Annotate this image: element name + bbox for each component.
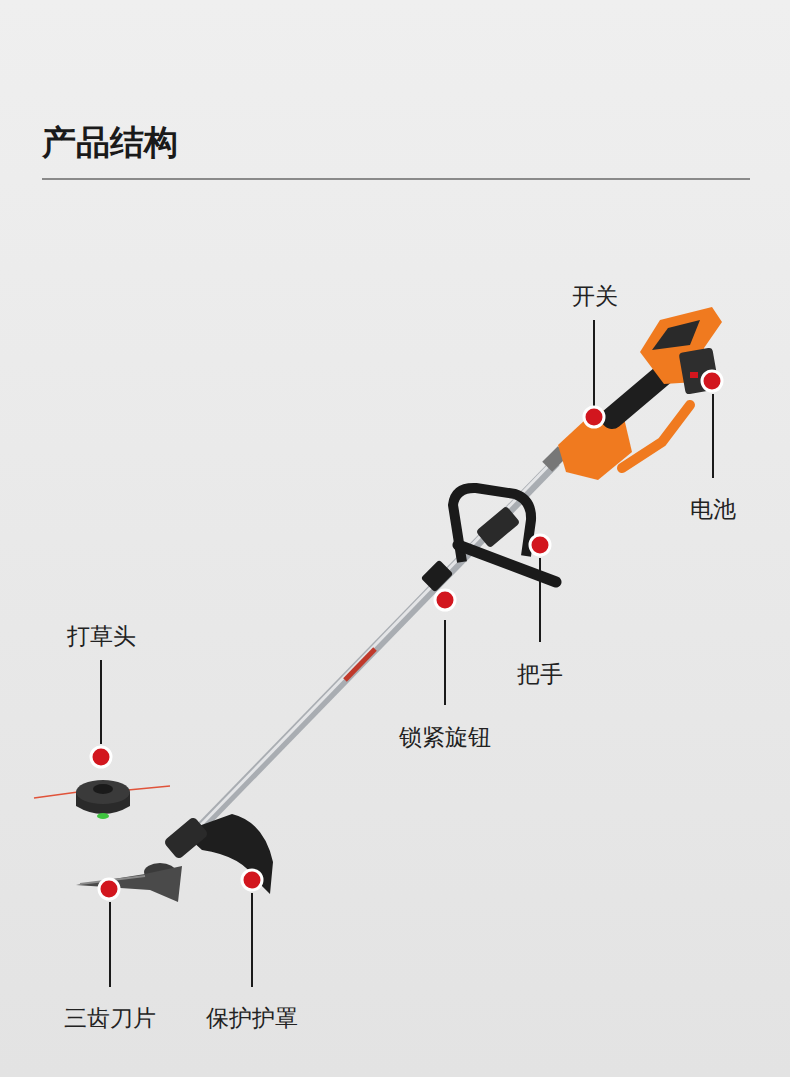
trimmer-top bbox=[76, 780, 130, 804]
callout-dot bbox=[530, 535, 550, 555]
leader-line bbox=[109, 902, 111, 987]
part-label: 电池 bbox=[690, 494, 736, 525]
gearbox bbox=[163, 816, 209, 860]
callout-dot bbox=[91, 747, 111, 767]
leader-line bbox=[251, 893, 253, 987]
leader-line bbox=[539, 558, 541, 642]
part-label: 把手 bbox=[517, 659, 563, 690]
callout-dot bbox=[702, 371, 722, 391]
trimmer-center bbox=[93, 784, 113, 794]
trimmer-line bbox=[128, 786, 170, 790]
grip-guard bbox=[622, 405, 690, 468]
callout-dot bbox=[99, 879, 119, 899]
part-label: 三齿刀片 bbox=[64, 1003, 156, 1034]
part-label: 保护护罩 bbox=[206, 1003, 298, 1034]
callout-dot bbox=[242, 870, 262, 890]
battery-mark bbox=[690, 372, 698, 378]
lock-knob bbox=[421, 560, 454, 593]
callout-dot bbox=[584, 407, 604, 427]
page-title: 产品结构 bbox=[42, 120, 178, 166]
shaft-decal bbox=[345, 649, 375, 680]
brush-cutter bbox=[34, 307, 722, 902]
part-label: 打草头 bbox=[67, 621, 136, 652]
part-label: 锁紧旋钮 bbox=[399, 722, 491, 753]
leader-line bbox=[444, 620, 446, 705]
leader-lines bbox=[101, 320, 713, 987]
callout-dots bbox=[91, 371, 722, 899]
callout-dot bbox=[435, 590, 455, 610]
leader-line bbox=[100, 660, 102, 744]
trimmer-line bbox=[34, 792, 78, 798]
part-label: 开关 bbox=[572, 281, 618, 312]
shaft-highlight bbox=[200, 460, 554, 826]
leader-line bbox=[593, 320, 595, 406]
trimmer-ring bbox=[97, 813, 109, 819]
handle-clamp bbox=[476, 506, 521, 549]
title-rule bbox=[42, 178, 750, 180]
housing-panel bbox=[652, 320, 700, 350]
blade bbox=[76, 866, 182, 902]
shaft bbox=[200, 462, 556, 828]
leader-line bbox=[712, 394, 714, 478]
